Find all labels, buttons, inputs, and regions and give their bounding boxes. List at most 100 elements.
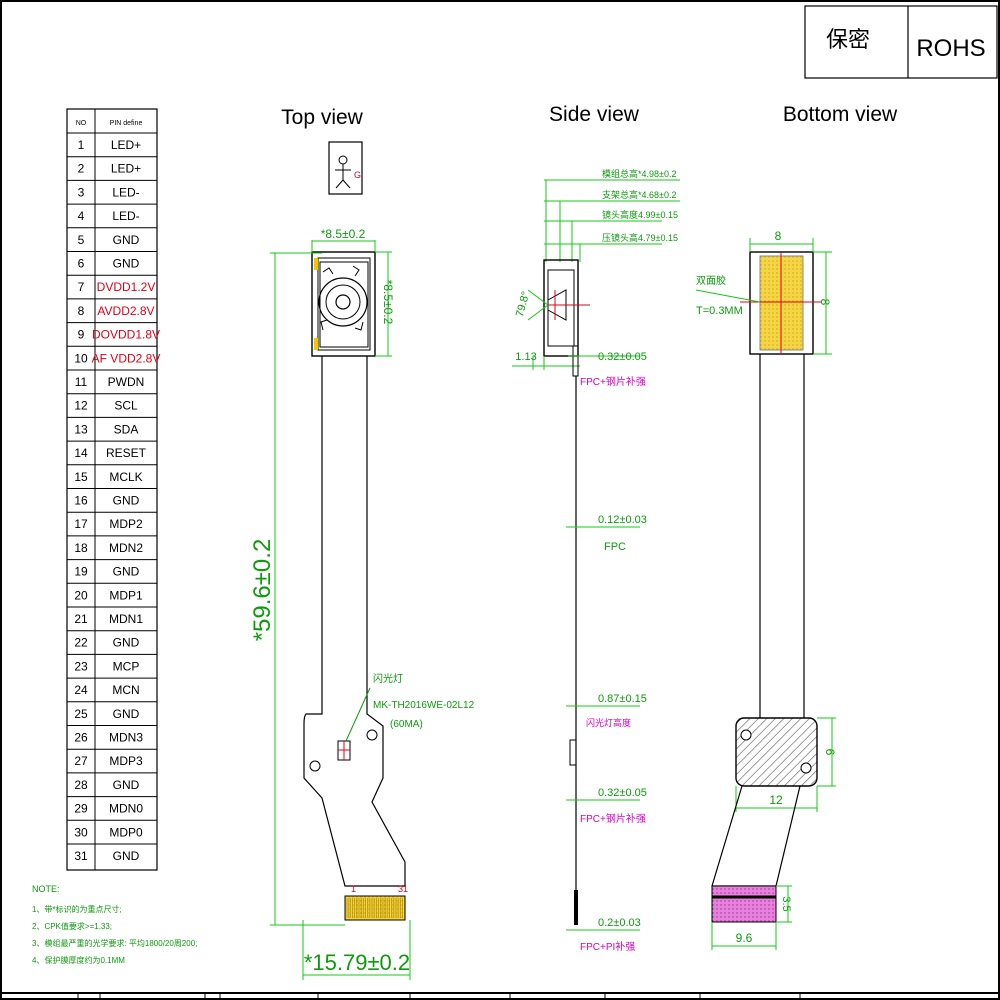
pin-name: GND	[113, 233, 140, 247]
pin-number: 24	[74, 683, 88, 697]
pin-name: MCN	[112, 683, 139, 697]
side-view-title: Side view	[549, 103, 640, 126]
side-led-note: 闪光灯高度	[586, 717, 631, 728]
pin-number: 5	[78, 233, 85, 247]
connector-pin-first: 1	[351, 884, 356, 894]
side-module-lens	[547, 269, 575, 347]
pin-name: MCLK	[109, 470, 142, 484]
pin-name: PWDN	[108, 375, 145, 389]
tape-note-label: 双面胶	[696, 274, 726, 287]
stiffener-height-dimension: 6	[817, 717, 837, 787]
connector-width-value: *15.79±0.2	[304, 950, 410, 975]
pin-number: 19	[74, 565, 88, 579]
pin-number: 31	[74, 849, 88, 863]
lens-teeth	[320, 265, 364, 331]
pin-number: 25	[74, 707, 88, 721]
bottom-view-title: Bottom view	[783, 103, 898, 126]
notes: NOTE: 1、带*标识的为重点尺寸; 2、CPK值要求>=1.33; 3、模组…	[32, 884, 197, 965]
side-led-thickness: 0.87±0.15	[598, 693, 647, 705]
pin-name: DOVDD1.8V	[92, 328, 160, 342]
tape-thickness-label: T=0.3MM	[696, 305, 743, 317]
title-block: 保密 ROHS	[804, 5, 998, 79]
pin-name: MDN2	[109, 541, 143, 555]
pin-name: MCP	[113, 659, 140, 673]
pin-name: GND	[113, 257, 140, 271]
side-fpc-thickness: 0.12±0.03	[598, 514, 647, 526]
pin-name: LED+	[111, 162, 141, 176]
pin-number: 1	[78, 138, 85, 152]
stiffener-width-value: 12	[769, 793, 783, 807]
side-callout-leaders	[566, 355, 640, 931]
svg-text:G: G	[354, 170, 361, 180]
pin-number: 29	[74, 802, 88, 816]
side-dim-holder-height: 支架总高*4.68±0.2	[602, 189, 676, 200]
bottom-width-value: 8	[775, 229, 782, 243]
pin-name: LED-	[112, 185, 139, 199]
side-stiffener-top-note: FPC+钢片补强	[580, 375, 646, 388]
pin-number: 11	[75, 375, 88, 389]
connector-bottom-width-dimension: 9.6	[711, 922, 777, 950]
bottom-steel-stiffener	[735, 717, 818, 787]
pin-name: SCL	[114, 399, 138, 413]
top-view-title: Top view	[281, 106, 364, 129]
mount-hole-left	[309, 760, 321, 772]
pin-name: MDP1	[109, 588, 143, 602]
side-pi-thickness: 0.2±0.03	[598, 917, 641, 929]
side-lens-offset: 1.13	[515, 351, 536, 363]
connector-width-dimension: *15.79±0.2	[302, 920, 411, 980]
pin-name: GND	[113, 565, 140, 579]
pin-name: MDN0	[109, 802, 143, 816]
module-width-dimension: *8.5±0.2	[311, 227, 376, 252]
side-height-dimensions	[544, 179, 680, 262]
pin-number: 2	[78, 162, 85, 176]
pin-number: 27	[74, 754, 88, 768]
bottom-height-value: 8	[818, 299, 832, 306]
note-line-4: 4、保护膜厚度约为0.1MM	[32, 955, 125, 965]
pin-name: MDP0	[109, 825, 143, 839]
bottom-pi-stiffener	[711, 885, 777, 923]
led-callout-label: 闪光灯	[373, 672, 403, 685]
pin-name: AF VDD2.8V	[92, 351, 161, 365]
camera-symbol-icon: G	[328, 141, 363, 195]
side-led-bump	[569, 739, 577, 766]
mount-hole-right	[366, 729, 378, 741]
bottom-height-dimension: 8	[813, 251, 832, 355]
pin-number: 30	[74, 825, 88, 839]
pin-number: 12	[74, 399, 88, 413]
pin-number: 18	[74, 541, 88, 555]
pin-number: 3	[78, 185, 85, 199]
bottom-hole-left	[740, 729, 752, 741]
lens-inner	[335, 294, 351, 310]
pin-table-header-no: NO	[76, 120, 87, 127]
pin-name: DVDD1.2V	[97, 280, 156, 294]
note-line-3: 3、模组最严重的光学要求: 平均1800/20周200;	[32, 938, 197, 948]
pin-number: 8	[78, 304, 85, 318]
pin-name: LED-	[112, 209, 139, 223]
connector-bottom-width-value: 9.6	[736, 931, 753, 945]
pin-number: 6	[78, 257, 85, 271]
pin-number: 16	[74, 494, 88, 508]
pin-name: GND	[113, 849, 140, 863]
stiffener-height-value: 6	[823, 749, 837, 756]
bottom-width-dimension: 8	[749, 229, 814, 252]
pin-number: 14	[74, 446, 88, 460]
connector-height-value: 3.5	[780, 896, 792, 911]
top-view: G *8.5±0.2 *8.5±0.2	[249, 141, 475, 980]
corner-mark-tl	[314, 258, 318, 270]
side-module-body	[543, 259, 579, 357]
pin-number: 23	[74, 659, 88, 673]
confidential-label: 保密	[826, 27, 870, 52]
pin-number: 4	[78, 209, 85, 223]
side-fov-value: 79.8°	[514, 290, 532, 318]
note-line-2: 2、CPK值要求>=1.33;	[32, 921, 112, 931]
bottom-title-ticks	[77, 993, 801, 1000]
lens-barrel-square	[319, 261, 369, 348]
pin-name: GND	[113, 494, 140, 508]
side-fpc-stiffener-top	[572, 345, 579, 377]
pin-name: SDA	[114, 422, 139, 436]
side-stiffener-top-thickness: 0.32±0.05	[598, 351, 647, 363]
side-view: 模组总高*4.98±0.2 支架总高*4.68±0.2 镜头高度4.99±0.1…	[512, 168, 680, 953]
